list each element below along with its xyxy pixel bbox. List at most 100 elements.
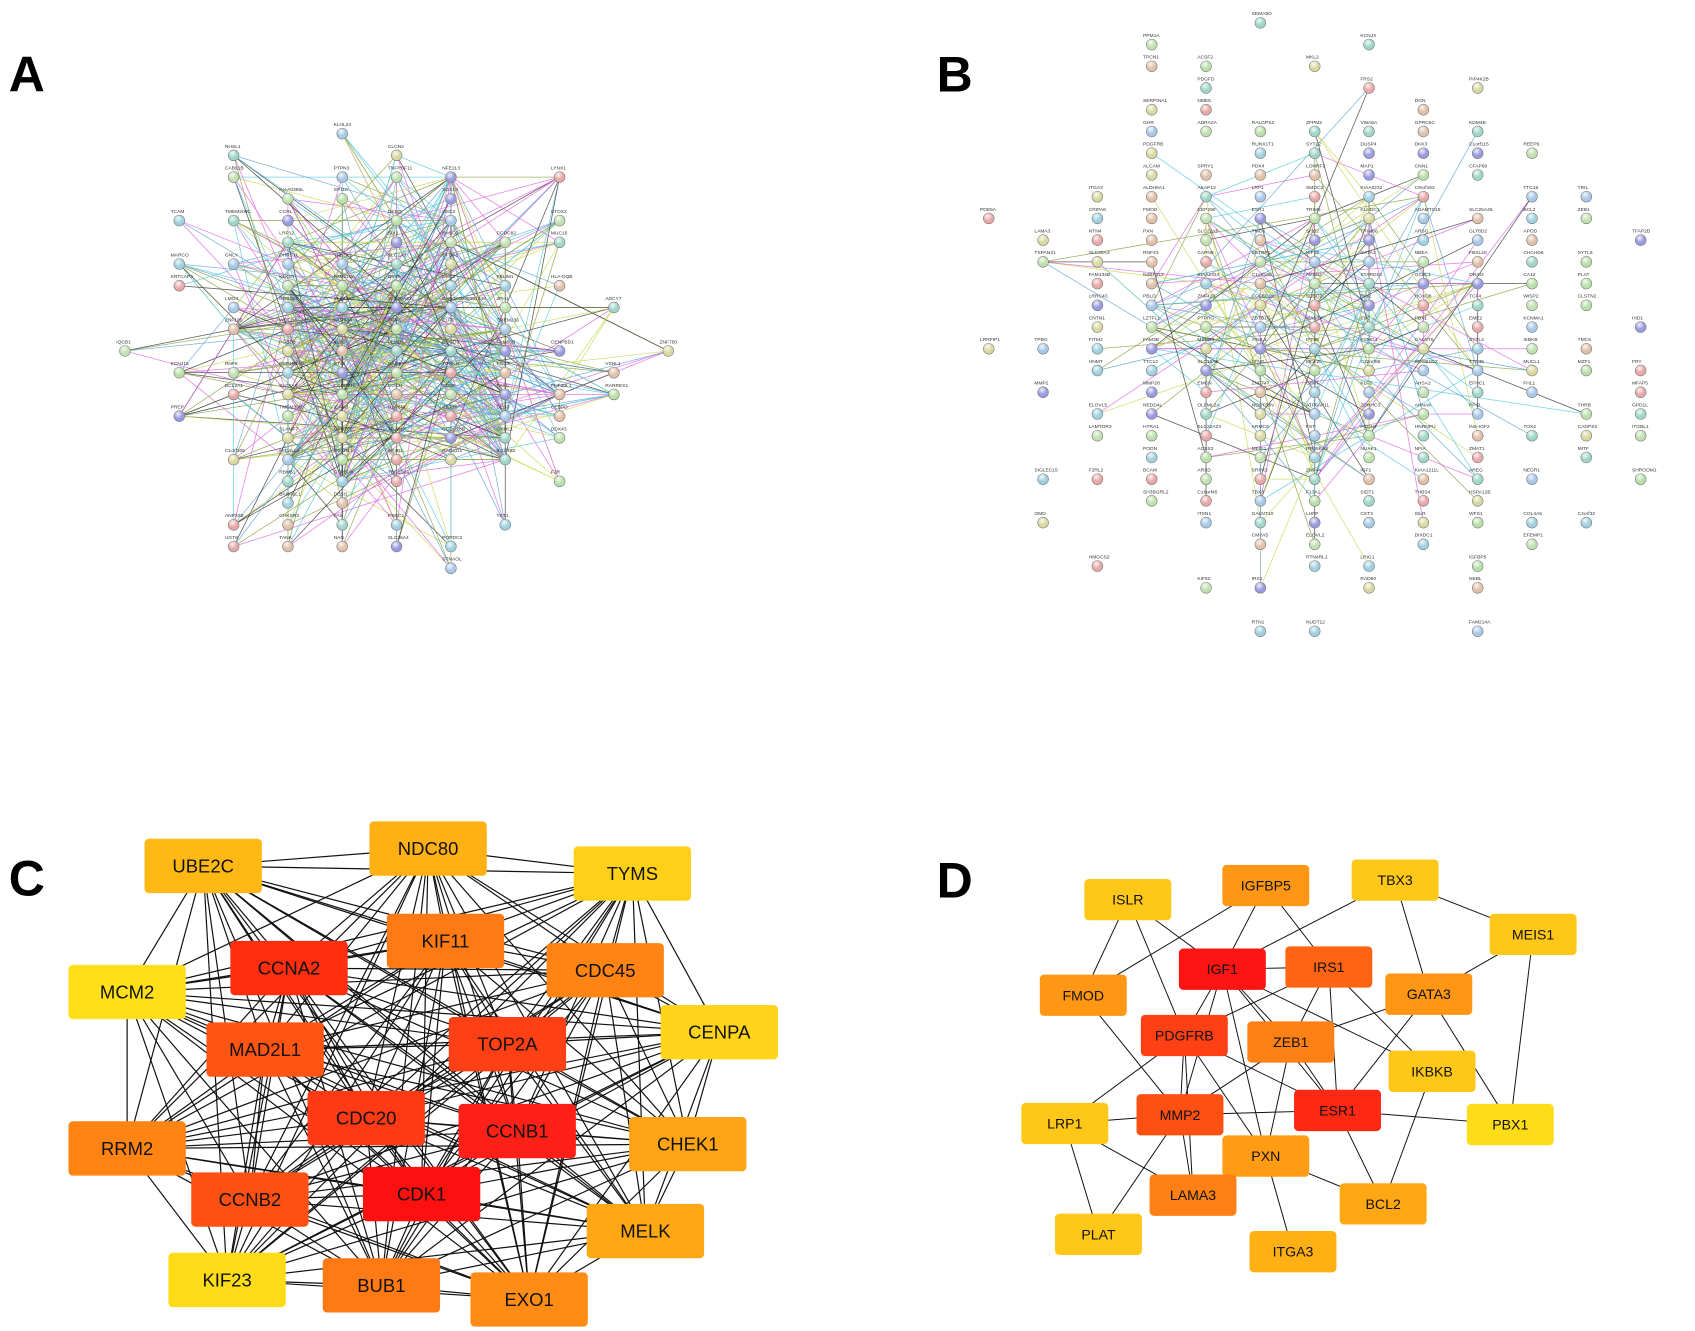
b-node[interactable] (1309, 495, 1321, 507)
d-node-irs1[interactable]: IRS1 (1285, 946, 1373, 988)
b-node[interactable] (1634, 234, 1647, 246)
d-node-pbx1[interactable]: PBX1 (1466, 1103, 1554, 1146)
a-node[interactable] (553, 236, 566, 249)
a-node[interactable] (282, 540, 294, 553)
b-node[interactable] (1309, 429, 1321, 442)
a-node[interactable] (227, 171, 240, 183)
a-node[interactable] (227, 323, 240, 335)
d-node-pxn[interactable]: PXN (1222, 1135, 1310, 1177)
a-node[interactable] (499, 280, 511, 292)
c-node-ube2c[interactable]: UBE2C (144, 838, 262, 894)
a-node[interactable] (499, 323, 511, 335)
a-node[interactable] (553, 280, 566, 292)
b-node[interactable] (1091, 364, 1104, 377)
b-node[interactable] (1526, 343, 1538, 355)
d-node-plat[interactable]: PLAT (1055, 1213, 1142, 1255)
b-node[interactable] (1146, 60, 1158, 72)
b-node[interactable] (1526, 429, 1538, 442)
b-node[interactable] (1471, 147, 1484, 159)
b-node[interactable] (1309, 516, 1321, 529)
b-node[interactable] (1309, 147, 1321, 159)
b-node[interactable] (1417, 277, 1430, 290)
b-node[interactable] (1254, 190, 1267, 203)
b-node[interactable] (1309, 321, 1321, 333)
b-node[interactable] (1471, 277, 1484, 290)
b-node[interactable] (1471, 495, 1484, 507)
a-node[interactable] (445, 453, 457, 466)
b-node[interactable] (1146, 386, 1158, 398)
a-node[interactable] (336, 258, 348, 270)
a-node[interactable] (336, 127, 348, 140)
b-node[interactable] (1363, 299, 1375, 312)
b-node[interactable] (1526, 234, 1538, 246)
b-node[interactable] (1091, 299, 1104, 312)
b-node[interactable] (1254, 495, 1267, 507)
c-node-cenpa[interactable]: CENPA (660, 1005, 778, 1060)
b-node[interactable] (1200, 473, 1212, 485)
d-node-pdgfrb[interactable]: PDGFRB (1140, 1014, 1228, 1057)
a-node[interactable] (390, 366, 403, 379)
c-node-melk[interactable]: MELK (586, 1203, 705, 1259)
a-node[interactable] (336, 410, 348, 422)
a-node[interactable] (336, 388, 348, 401)
a-node[interactable] (282, 301, 294, 314)
a-node[interactable] (336, 453, 348, 466)
b-node[interactable] (1200, 299, 1212, 312)
c-node-bub1[interactable]: BUB1 (322, 1258, 441, 1313)
a-node[interactable] (445, 345, 457, 357)
b-node[interactable] (1091, 343, 1104, 355)
a-node[interactable] (499, 236, 511, 249)
a-node[interactable] (499, 366, 511, 379)
b-node[interactable] (1146, 408, 1158, 420)
b-node[interactable] (1037, 386, 1049, 398)
b-node[interactable] (1526, 277, 1538, 290)
a-node[interactable] (282, 280, 294, 292)
b-node[interactable] (1417, 190, 1430, 203)
c-node-rrm2[interactable]: RRM2 (68, 1121, 186, 1176)
b-node[interactable] (1200, 386, 1212, 398)
b-node[interactable] (1254, 125, 1267, 138)
b-node[interactable] (1146, 147, 1158, 159)
a-node[interactable] (227, 214, 240, 227)
d-node-ikbkb[interactable]: IKBKB (1388, 1050, 1476, 1092)
d-node-meis1[interactable]: MEIS1 (1489, 913, 1577, 956)
b-node[interactable] (1634, 429, 1647, 442)
d-node-tbx3[interactable]: TBX3 (1351, 859, 1439, 901)
b-node[interactable] (1146, 277, 1158, 290)
b-node[interactable] (1363, 364, 1375, 377)
b-node[interactable] (1417, 429, 1430, 442)
b-node[interactable] (1309, 451, 1321, 464)
a-node[interactable] (119, 345, 131, 357)
b-node[interactable] (1254, 299, 1267, 312)
a-node[interactable] (553, 171, 566, 183)
b-node[interactable] (1471, 582, 1484, 594)
a-node[interactable] (553, 345, 566, 357)
a-node[interactable] (608, 366, 620, 379)
b-node[interactable] (1417, 364, 1430, 377)
c-node-mad2l1[interactable]: MAD2L1 (206, 1022, 324, 1077)
a-node[interactable] (227, 540, 240, 553)
a-node[interactable] (553, 388, 566, 401)
b-node[interactable] (1526, 321, 1538, 333)
b-node[interactable] (1471, 82, 1484, 94)
a-node[interactable] (445, 562, 457, 574)
b-node[interactable] (1146, 321, 1158, 333)
b-node[interactable] (1471, 408, 1484, 420)
d-node-lrp1[interactable]: LRP1 (1021, 1102, 1109, 1145)
b-node[interactable] (1580, 343, 1593, 355)
b-node[interactable] (1526, 212, 1538, 225)
d-node-mmp2[interactable]: MMP2 (1136, 1094, 1224, 1136)
a-node[interactable] (227, 388, 240, 401)
b-node[interactable] (1309, 560, 1321, 572)
a-node[interactable] (227, 366, 240, 379)
b-node[interactable] (1363, 256, 1375, 268)
a-node[interactable] (445, 323, 457, 335)
a-node[interactable] (282, 193, 294, 205)
b-node[interactable] (1254, 212, 1267, 225)
b-node[interactable] (1580, 364, 1593, 377)
b-node[interactable] (1091, 190, 1104, 203)
b-node[interactable] (1200, 495, 1212, 507)
d-node-esr1[interactable]: ESR1 (1294, 1089, 1381, 1132)
a-node[interactable] (336, 280, 348, 292)
b-node[interactable] (1471, 451, 1484, 464)
